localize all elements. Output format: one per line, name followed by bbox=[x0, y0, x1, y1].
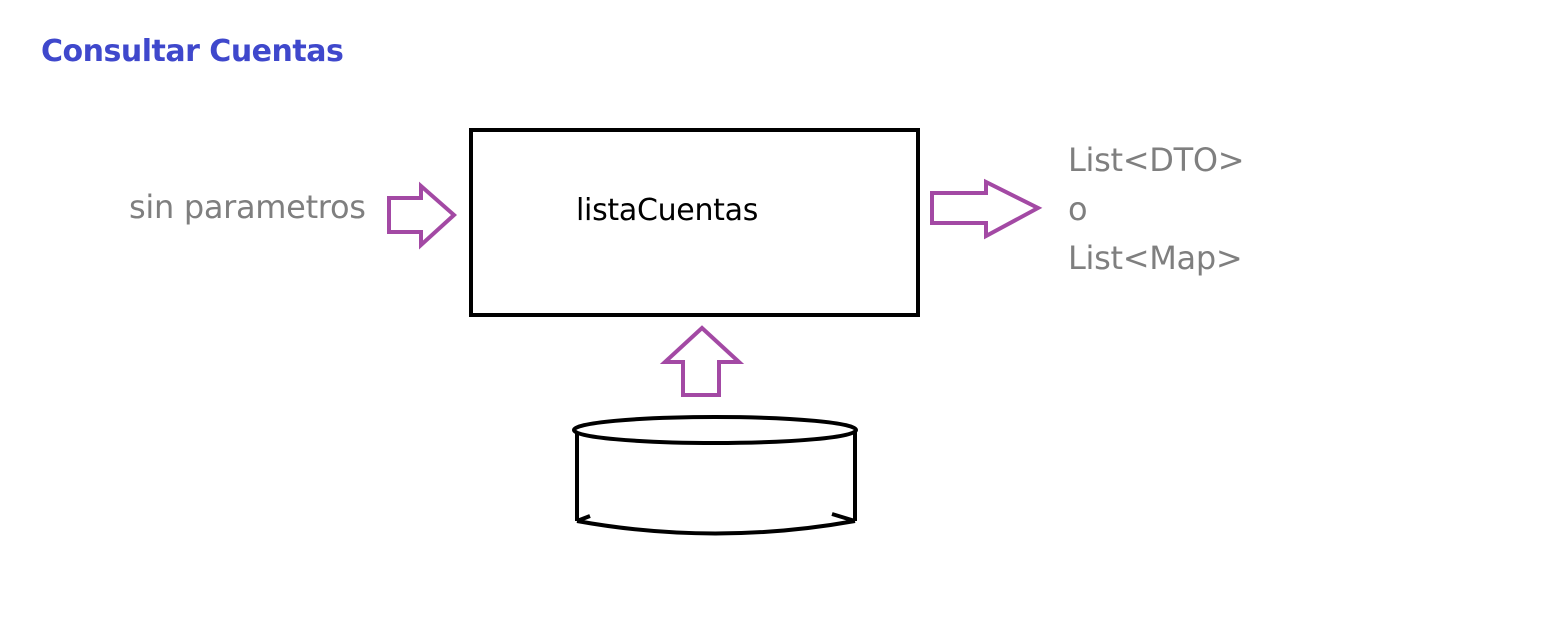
output-arrow-icon bbox=[930, 178, 1043, 240]
output-line-or: o bbox=[1068, 190, 1088, 228]
datasource-arrow-icon bbox=[659, 325, 745, 397]
input-label: sin parametros bbox=[129, 188, 366, 226]
process-label: listaCuentas bbox=[576, 193, 759, 228]
output-label: List<DTO> o List<Map> bbox=[1068, 136, 1245, 283]
process-box bbox=[469, 128, 920, 317]
diagram-title: Consultar Cuentas bbox=[41, 34, 344, 69]
input-arrow-icon bbox=[387, 181, 458, 250]
database-icon bbox=[572, 415, 858, 536]
output-line-map: List<Map> bbox=[1068, 239, 1243, 277]
output-line-dto: List<DTO> bbox=[1068, 141, 1245, 179]
